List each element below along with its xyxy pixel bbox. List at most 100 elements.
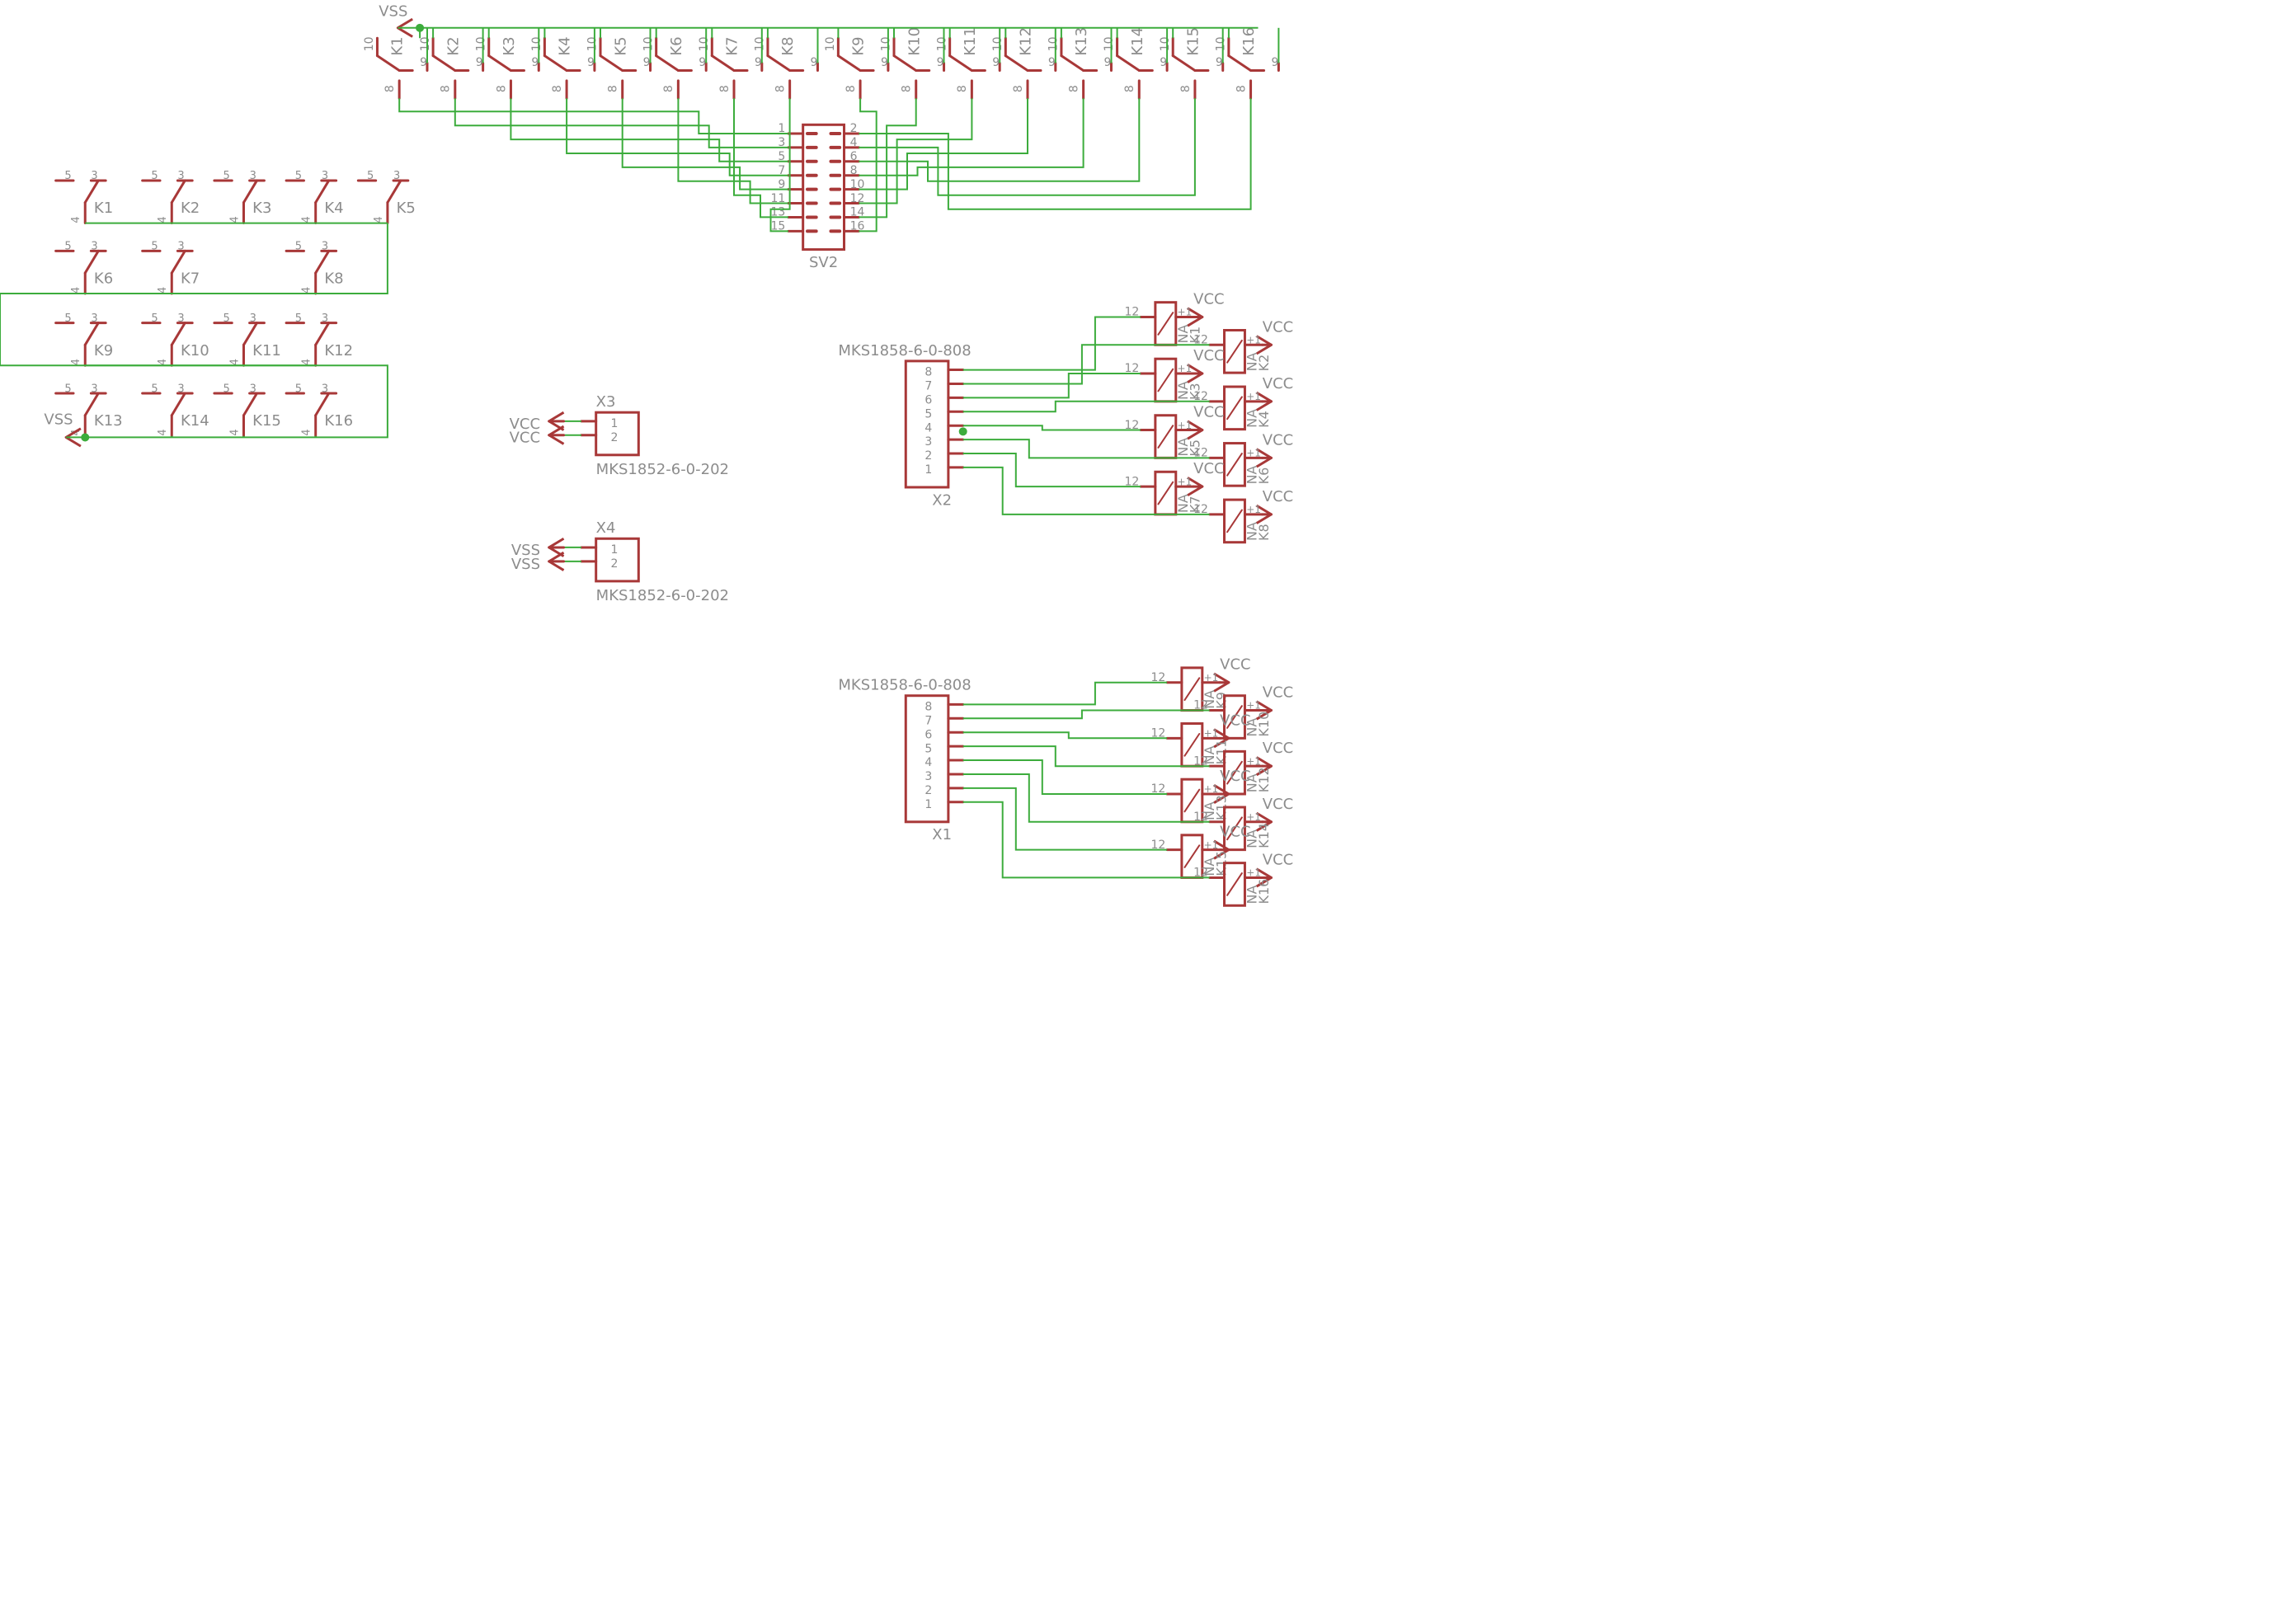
left-contact-k11-pin-label-3: 3	[250, 312, 256, 325]
x2-pin-label: 7	[925, 380, 932, 393]
coil-k6-label: K6	[1256, 468, 1272, 485]
top-contact-k7-pin-label-8: 8	[718, 85, 732, 92]
x3-pin-label: 1	[610, 417, 618, 430]
coil-k1-vcc-label: VCC	[1193, 290, 1224, 308]
left-contact-k12-pin-label-3: 3	[322, 312, 328, 325]
coil-k12-value: NA	[1244, 773, 1260, 792]
x2-coil-wire	[962, 453, 1141, 488]
left-contact-k5-label: K5	[397, 200, 416, 217]
top-contact-k16-label: K16	[1240, 27, 1258, 56]
top-contact-k3-label: K3	[501, 36, 518, 55]
top-contact-k12-pin-label-8: 8	[1012, 85, 1025, 92]
top-contact-k11-label: K11	[962, 27, 979, 56]
top-contact-k16-blade	[1227, 54, 1253, 72]
left-contact-k5-blade	[386, 179, 402, 204]
top-contact-k8-label: K8	[779, 36, 797, 55]
left-contact-k12-blade	[314, 322, 331, 346]
sv2-route-wire	[859, 98, 877, 233]
x2-value: MKS1858-6-0-808	[838, 342, 971, 359]
left-contact-k16-label: K16	[324, 412, 353, 430]
left-contact-k6-pin-label-4: 4	[70, 287, 82, 294]
x1-body	[904, 694, 950, 824]
top-contact-k9-pin-label-9: 9	[881, 56, 888, 69]
top-contact-k15-label: K15	[1184, 27, 1202, 56]
left-contact-k12-pin-label-5: 5	[295, 312, 302, 325]
coil-k5-pin-label-12: 12	[1124, 419, 1139, 432]
coil-k8-value: NA	[1244, 522, 1260, 541]
x1-coil-wire	[962, 787, 1168, 851]
x2-pin-label: 3	[925, 435, 932, 449]
x2-coil-wire	[962, 373, 1141, 399]
left-contact-k12-pin-label-4: 4	[301, 359, 313, 365]
coil-k10-slash	[1226, 705, 1243, 729]
coil-k3-value: NA	[1175, 381, 1191, 400]
coil-k1-pin-label-1: +1	[1178, 307, 1193, 318]
x4-label: X4	[596, 519, 616, 537]
sv2-pin-label-left: 15	[770, 220, 785, 233]
coil-k8-label: K8	[1256, 524, 1272, 541]
coil-k11-pin-label-1: +1	[1204, 728, 1219, 740]
left-contact-k11-blade	[242, 322, 258, 346]
top-contact-k5-blade	[599, 54, 624, 72]
sv2-pin-label-right: 6	[850, 150, 858, 163]
left-contact-k11-pin-label-5: 5	[223, 312, 230, 325]
sv2-pin-label-left: 7	[778, 164, 785, 177]
left-contact-k2-label: K2	[181, 200, 200, 217]
sv2-route-wire	[733, 98, 788, 218]
x2-body	[904, 359, 950, 489]
top-contact-k9-label: K9	[850, 36, 868, 55]
top-contact-k1-pin-label-9: 9	[420, 56, 427, 69]
top-contact-k15-pin-label-9: 9	[1216, 56, 1223, 69]
coil-k3-pin-label-12: 12	[1124, 362, 1139, 375]
sv2-pin-label-right: 2	[850, 122, 858, 135]
left-contact-k2-pin-label-3: 3	[177, 170, 184, 182]
x1-coil-wire	[962, 801, 1210, 879]
coil-k14-slash	[1226, 816, 1243, 841]
vss-arrow-top	[396, 17, 413, 38]
top-contact-k13-pin-label-8: 8	[1068, 85, 1081, 92]
left-contact-k16-pin-label-4: 4	[301, 429, 313, 435]
x1-pin-label: 4	[925, 756, 932, 769]
left-contact-k12-label: K12	[324, 342, 353, 359]
sv2-pin-label-right: 10	[850, 178, 865, 191]
coil-k14-value: NA	[1244, 829, 1260, 848]
x1-coil-wire	[962, 709, 1210, 720]
junction-dot	[416, 23, 425, 32]
x1-pin-label: 3	[925, 770, 932, 783]
coil-k11-pin-label-12: 12	[1150, 727, 1165, 740]
coil-k7-vcc-label: VCC	[1193, 460, 1224, 477]
left-contact-k6-pin-label-5: 5	[64, 241, 71, 253]
left-contact-k15-blade	[242, 392, 258, 417]
coil-k2-label: K2	[1256, 355, 1272, 372]
top-contact-k13-pin-label-9: 9	[1104, 56, 1112, 69]
x1-label: X1	[932, 826, 952, 843]
left-contact-k1-blade	[83, 179, 100, 204]
top-contact-k3-pin-label-9: 9	[531, 56, 539, 69]
sv2-pin-label-right: 8	[850, 164, 858, 177]
left-contact-k7-pin-label-3: 3	[177, 241, 184, 253]
left-contact-k16-blade	[314, 392, 331, 417]
left-contact-k6-pin-label-3: 3	[91, 241, 97, 253]
coil-k10-vcc-label: VCC	[1263, 684, 1293, 702]
left-contact-k13-label: K13	[94, 412, 123, 430]
left-contact-k15-pin-label-3: 3	[250, 383, 256, 395]
left-contact-k2-blade	[170, 179, 186, 204]
top-contact-k6-pin-label-9: 9	[699, 56, 706, 69]
sv2-route-wire	[677, 98, 788, 204]
coil-k12-vcc-label: VCC	[1263, 740, 1293, 757]
x1-pin-label: 8	[925, 701, 932, 714]
coil-k3-label: K3	[1187, 383, 1202, 400]
left-contact-k2-pin-label-5: 5	[151, 170, 158, 182]
left-contact-k9-pin-label-4: 4	[70, 359, 82, 365]
left-contact-k16-pin-label-5: 5	[295, 383, 302, 395]
coil-k3-vcc-label: VCC	[1193, 347, 1224, 364]
coil-k14-label: K14	[1256, 823, 1272, 848]
top-contact-k1-pin-label-10: 10	[363, 36, 376, 51]
top-contact-k9-blade	[836, 54, 862, 72]
left-contact-k1-pin-label-3: 3	[91, 170, 97, 182]
coil-k1-pin-label-12: 12	[1124, 306, 1139, 319]
top-contact-k10-label: K10	[906, 27, 923, 56]
coil-k12-slash	[1226, 760, 1243, 785]
coil-k8-pin-label-12: 12	[1193, 503, 1208, 516]
left-contact-k10-label: K10	[181, 342, 209, 359]
